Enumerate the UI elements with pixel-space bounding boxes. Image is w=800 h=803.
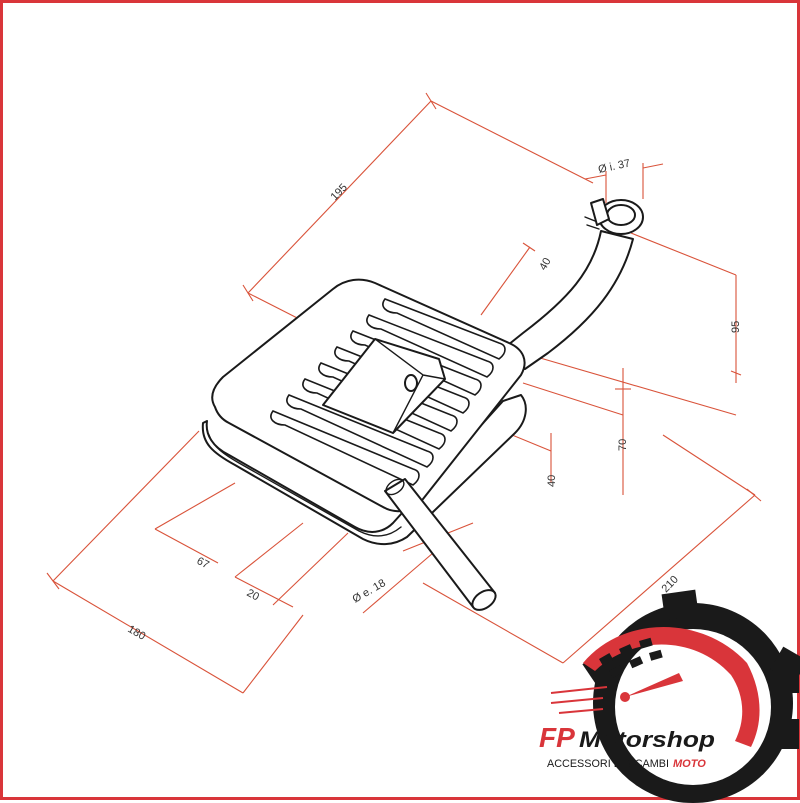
dim-70: 70 [617,439,629,451]
dimension-lines [46,92,762,694]
brand-logo: FP Motorshop ACCESSORI E RICAMBI MOTO [539,589,800,803]
brand-tagline: ACCESSORI E RICAMBI [547,758,669,770]
dim-210: 210 [660,574,681,596]
dim-180: 180 [126,623,148,643]
dim-outer-diameter: Ø e. 18 [351,577,388,605]
mounting-bracket [322,338,446,434]
brand-motorshop: Motorshop [579,727,715,752]
bracket-hole [404,374,418,392]
tail-pipe-weld [385,478,405,496]
checkered-flag-icon [598,637,663,678]
brand-tagline-moto: MOTO [673,758,706,770]
dim-95: 95 [730,321,742,333]
dim-40-bottom: 40 [546,475,558,487]
dim-195: 195 [329,182,350,204]
muffler-seam-line [208,434,402,537]
dim-67: 67 [195,555,211,571]
speedometer-arc-icon [583,627,760,747]
brand-fp: FP [539,722,575,753]
muffler-bottom-shell [201,394,527,545]
header-pipe [502,230,634,370]
gear-icon [582,589,800,803]
pipe-inlet-inner [606,204,636,226]
clamp-bolt-head [584,216,600,230]
exhaust-technical-drawing: 195 Ø i. 37 40 95 70 40 67 20 Ø e. 18 21… [46,92,800,803]
tail-pipe-outlet [471,589,497,611]
dim-20: 20 [245,587,261,603]
bracket-fold [374,338,446,434]
speed-lines-icon [550,686,608,714]
speedometer-needle-icon [625,673,683,697]
dim-40-top: 40 [537,256,554,273]
clamp-bolt [590,198,610,226]
muffler-part [201,198,644,611]
dim-inner-diameter: Ø i. 37 [597,157,631,175]
